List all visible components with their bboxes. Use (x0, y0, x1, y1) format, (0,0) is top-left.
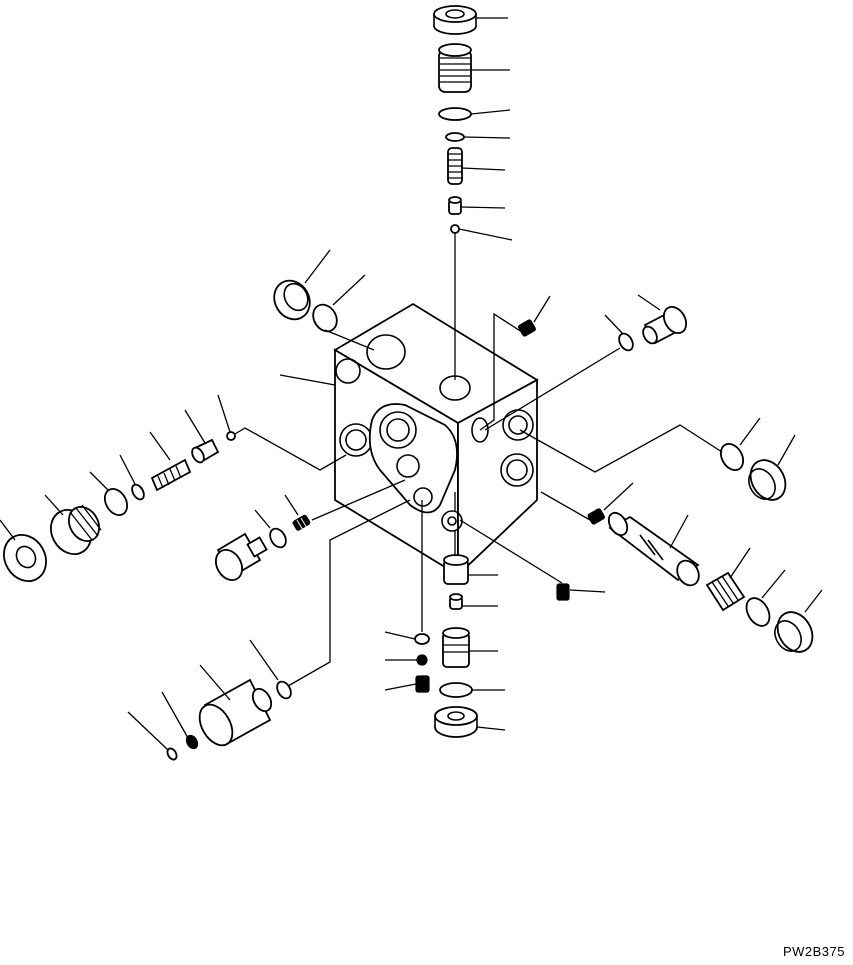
washer-icon (445, 132, 465, 142)
nut-icon (3, 534, 47, 582)
o-ring-icon (618, 332, 634, 352)
plug-icon (442, 627, 470, 668)
o-ring-icon (166, 747, 178, 761)
nut-icon (433, 5, 477, 35)
washer-icon (414, 633, 430, 645)
valve-block-icon (333, 302, 539, 578)
spring-icon (705, 571, 746, 612)
poppet-icon (191, 438, 220, 464)
valve-block-leader (279, 374, 336, 386)
o-ring-icon (312, 303, 338, 333)
plug-icon (214, 532, 268, 581)
poppet-icon (448, 196, 462, 215)
set-screw-icon (556, 583, 570, 601)
set-screw-icon (518, 319, 536, 337)
ball-icon (226, 431, 236, 441)
o-ring-icon (438, 107, 472, 121)
ball-icon (450, 224, 460, 234)
right-side (459, 294, 823, 653)
left-arm (0, 394, 347, 582)
set-screw-icon (587, 508, 605, 525)
cap-icon (748, 459, 787, 501)
o-ring-icon (276, 680, 292, 700)
o-ring-icon (719, 442, 745, 472)
plug-icon (443, 554, 469, 585)
spring-icon (150, 458, 192, 492)
drawing-code: PW2B375 (782, 944, 845, 959)
plug-icon (273, 279, 311, 321)
o-ring-icon (269, 527, 287, 549)
plug-icon (642, 305, 688, 345)
ball-icon (416, 654, 428, 666)
bottom-stack (384, 500, 506, 738)
o-ring-icon (103, 487, 129, 517)
cap-icon (774, 611, 814, 653)
set-screw-icon (292, 514, 311, 531)
cap-icon (434, 706, 478, 738)
top-stack (433, 5, 513, 380)
poppet-icon (449, 593, 463, 610)
o-ring-icon (439, 682, 473, 698)
spool-icon (607, 511, 700, 587)
plug-icon (50, 504, 102, 555)
cap-icon (198, 678, 273, 747)
upper-left-plug (273, 249, 375, 351)
spring-icon (447, 147, 463, 185)
plug-icon (438, 43, 472, 93)
o-ring-icon (745, 597, 771, 627)
set-screw-icon (415, 675, 430, 693)
lower-left-parts (127, 479, 411, 761)
washer-icon (185, 734, 199, 750)
washer-icon (131, 483, 145, 501)
